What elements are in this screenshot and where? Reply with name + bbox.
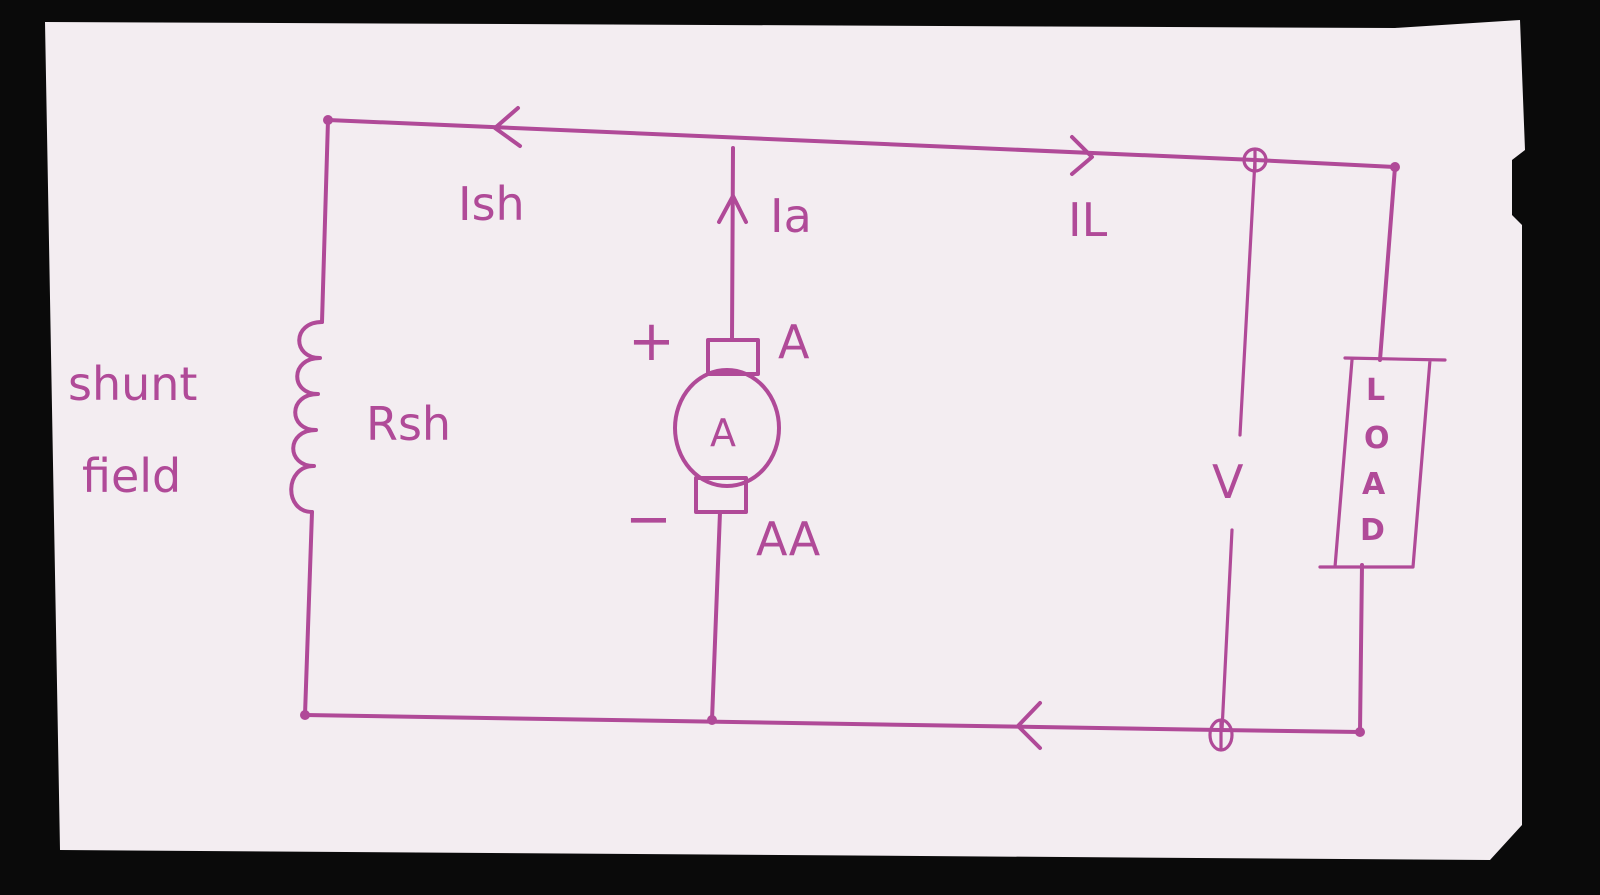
load-box [1318,356,1447,569]
return-arrow [1016,701,1042,750]
voltage-line-top [1238,158,1257,437]
shunt-label-line1: shunt [68,357,197,411]
node-top-right [1390,162,1400,172]
load-letter-a: A [1362,467,1386,502]
armature-label: A [710,411,736,455]
il-label: IL [1068,193,1108,247]
ish-label: Ish [458,177,525,231]
paper-sheet [45,20,1525,860]
left-wire-top [320,118,330,324]
ia-arrow [717,194,748,224]
node-bottom-right [1355,727,1365,737]
armature-brush-top [706,338,760,376]
node-bottom-mid [707,715,717,725]
load-letter-d: D [1360,513,1385,548]
il-arrow [1070,135,1094,176]
voltage-label: V [1212,455,1244,509]
armature-brush-bottom [694,476,748,514]
node-top-left [323,115,333,125]
armature-wire-bottom [710,510,722,722]
terminal-bottom [1208,718,1234,752]
minus-sign: − [625,487,672,552]
node-bottom-left [300,710,310,720]
armature-circle [673,368,781,488]
terminal-a-label: A [778,315,810,369]
terminal-aa-label: AA [756,512,821,566]
shunt-label-line2: field [82,449,181,503]
armature-wire-top [730,146,735,342]
load-letter-o: O [1364,421,1390,456]
right-wire-top [1378,165,1397,362]
plus-sign: + [628,309,675,374]
ia-label: Ia [770,189,812,243]
load-letter-l: L [1366,373,1385,408]
ish-arrow [493,106,522,148]
left-wire-bottom [303,510,314,717]
rsh-label: Rsh [366,397,451,451]
voltage-line-bottom [1220,528,1234,732]
shunt-coil [289,320,324,514]
right-wire-bottom [1358,563,1364,734]
